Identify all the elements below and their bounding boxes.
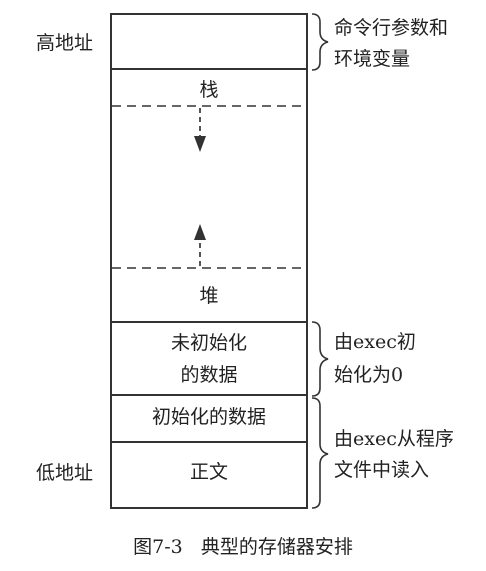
heap-growth-up-arrow-icon bbox=[194, 224, 206, 266]
segment-stack-label: 栈 bbox=[199, 79, 219, 101]
segment-text: 正文 bbox=[110, 441, 308, 509]
segment-heap-label: 堆 bbox=[199, 285, 219, 307]
args-env-brace-icon bbox=[311, 13, 329, 71]
annotation-bss-1: 由exec初 bbox=[334, 331, 416, 353]
annotation-args-env-1: 命令行参数和 bbox=[334, 17, 449, 39]
annotation-bss-2: 始化为0 bbox=[334, 364, 404, 386]
annotation-exec-2: 文件中读入 bbox=[334, 459, 430, 481]
segment-bss-label-2: 的数据 bbox=[180, 364, 238, 386]
figure-title: 典型的存储器安排 bbox=[200, 536, 353, 558]
figure-caption: 图7-3 典型的存储器安排 bbox=[0, 532, 486, 559]
stack-growth-down-arrow-icon bbox=[194, 108, 206, 152]
segment-args-env bbox=[110, 13, 308, 70]
low-address-label: 低地址 bbox=[36, 462, 94, 484]
segment-bss-label-1: 未初始化 bbox=[170, 332, 247, 354]
high-address-label: 高地址 bbox=[36, 32, 94, 54]
figure-number: 图7-3 bbox=[133, 536, 183, 558]
segment-bss: 未初始化 的数据 bbox=[110, 321, 308, 396]
segment-data: 初始化的数据 bbox=[110, 394, 308, 443]
segment-text-label: 正文 bbox=[189, 461, 228, 483]
annotation-args-env-2: 环境变量 bbox=[334, 48, 411, 70]
exec-brace-icon bbox=[311, 397, 329, 509]
segment-stack-heap: 栈 堆 bbox=[110, 68, 308, 323]
segment-data-label: 初始化的数据 bbox=[151, 406, 266, 428]
annotation-exec-1: 由exec从程序 bbox=[334, 428, 454, 450]
bss-brace-icon bbox=[311, 321, 329, 397]
